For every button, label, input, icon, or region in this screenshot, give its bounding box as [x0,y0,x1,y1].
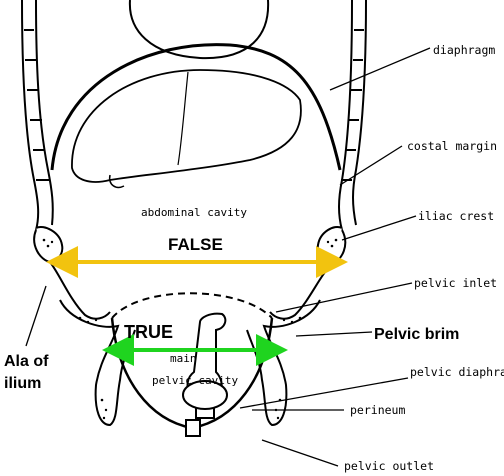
label-true: TRUE [124,322,173,342]
left-iliac-wing [33,229,111,320]
label-pelvic-cavity: pelvic cavity [152,374,238,387]
label-pelvic-inlet: pelvic inlet [414,276,497,290]
right-ischium [246,299,321,427]
left-bone-speckle [42,238,108,420]
bladder [182,380,228,410]
label-ala-of-ilium-1: Ala of [4,353,49,370]
label-pelvic-diaphragm: pelvic diaphragm [410,365,504,379]
label-false: FALSE [168,235,223,254]
right-body-wall [338,0,367,231]
label-costal-margin: costal margin [407,139,497,153]
left-body-wall [21,0,54,231]
heart-outline [128,0,270,60]
pelvic-inlet-line [111,292,273,319]
label-pelvic-brim: Pelvic brim [374,326,459,343]
leader-lines [25,47,431,467]
gallbladder-outline [108,174,125,189]
label-iliac-crest: iliac crest [418,209,494,223]
label-main: main [170,352,197,365]
anal-canal [185,419,201,437]
label-ala-of-ilium-2: ilium [4,375,41,392]
label-pelvic-outlet: pelvic outlet [344,459,434,473]
label-abdominal-cavity: abdominal cavity [141,206,247,219]
diaphragm-dome [50,43,342,171]
liver-fissure [177,71,189,166]
label-perineum: perineum [350,403,405,417]
label-diaphragm: diaphragm [433,43,495,57]
left-ischium [59,299,136,427]
